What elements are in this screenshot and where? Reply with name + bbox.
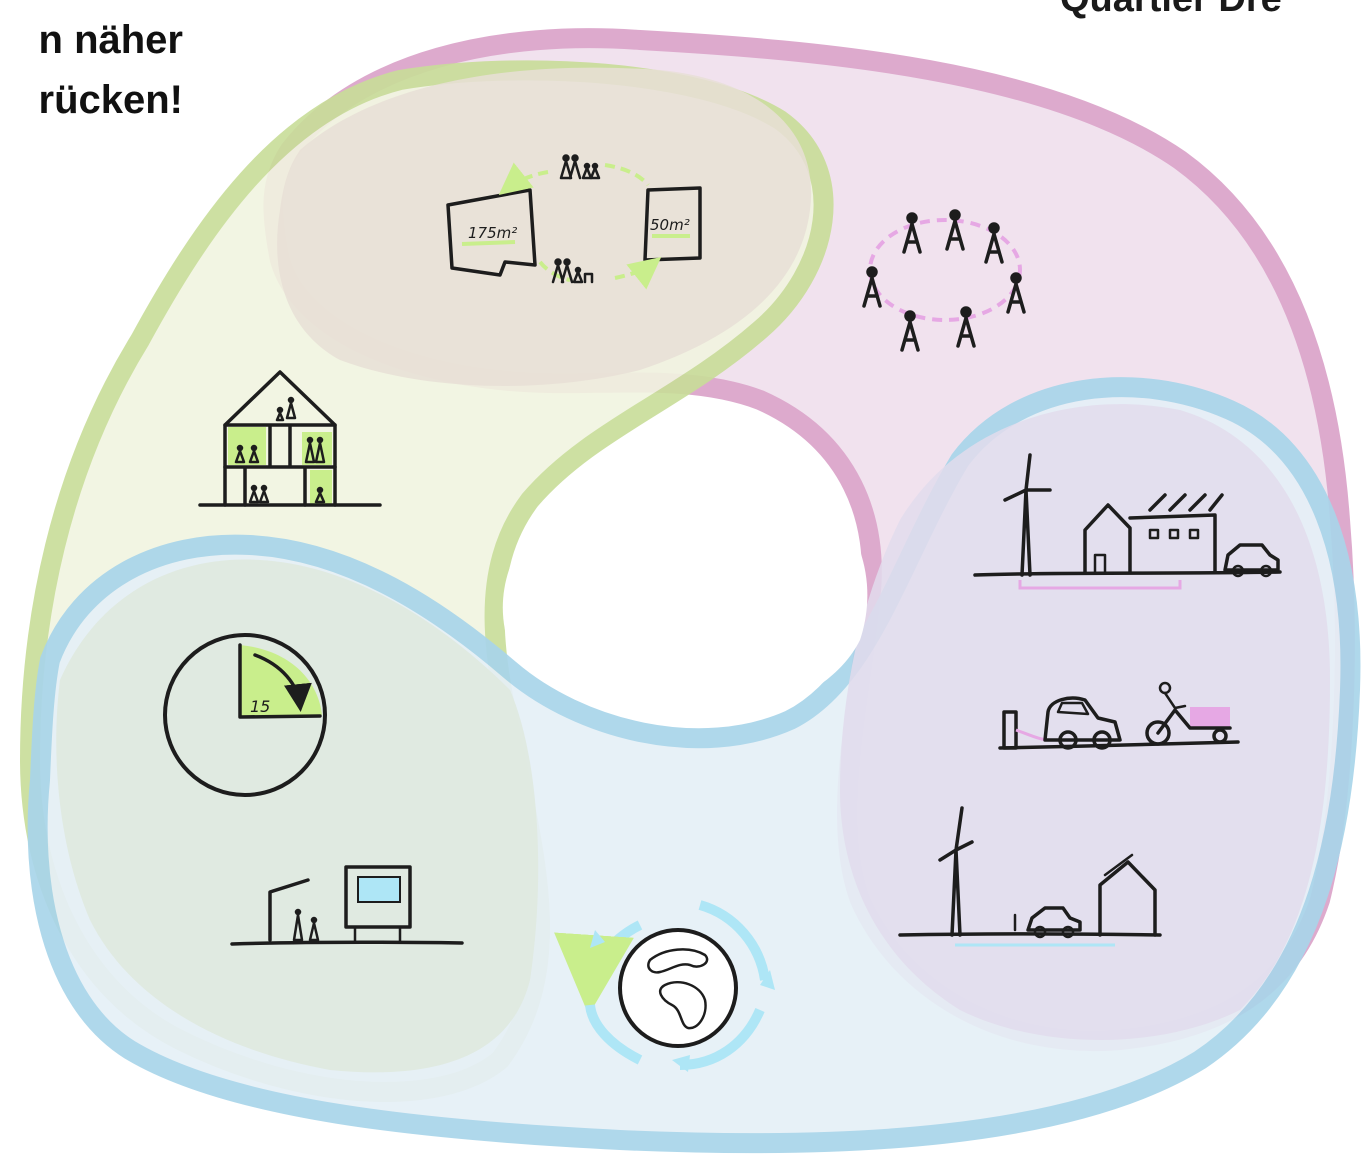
mobility-icon (998, 681, 1240, 750)
shared-house-icon (198, 370, 382, 507)
globe-cycle-icon (554, 900, 775, 1072)
center-hole (502, 455, 868, 722)
energy-neighbourhood-icon (973, 453, 1282, 590)
area-large-label: 175m² (468, 224, 517, 242)
fifteen-minute-clock-icon: 15 (163, 633, 327, 797)
right-overlap-region (840, 404, 1330, 1040)
community-circle-icon (862, 209, 1026, 352)
headline-line-1: n näher (38, 18, 183, 62)
corner-title: Quartier Dre (1060, 0, 1282, 21)
renewable-mobility-icon (898, 806, 1162, 947)
public-transport-stop-icon (230, 865, 464, 946)
headline-line-2: rücken! (38, 78, 184, 122)
headline: n näher rücken! (0, 10, 184, 130)
overlap-region (277, 67, 812, 387)
clock-minutes-label: 15 (250, 697, 270, 716)
space-exchange-sketch-icon: 175m² 50m² (446, 154, 702, 290)
area-small-label: 50m² (650, 216, 690, 234)
